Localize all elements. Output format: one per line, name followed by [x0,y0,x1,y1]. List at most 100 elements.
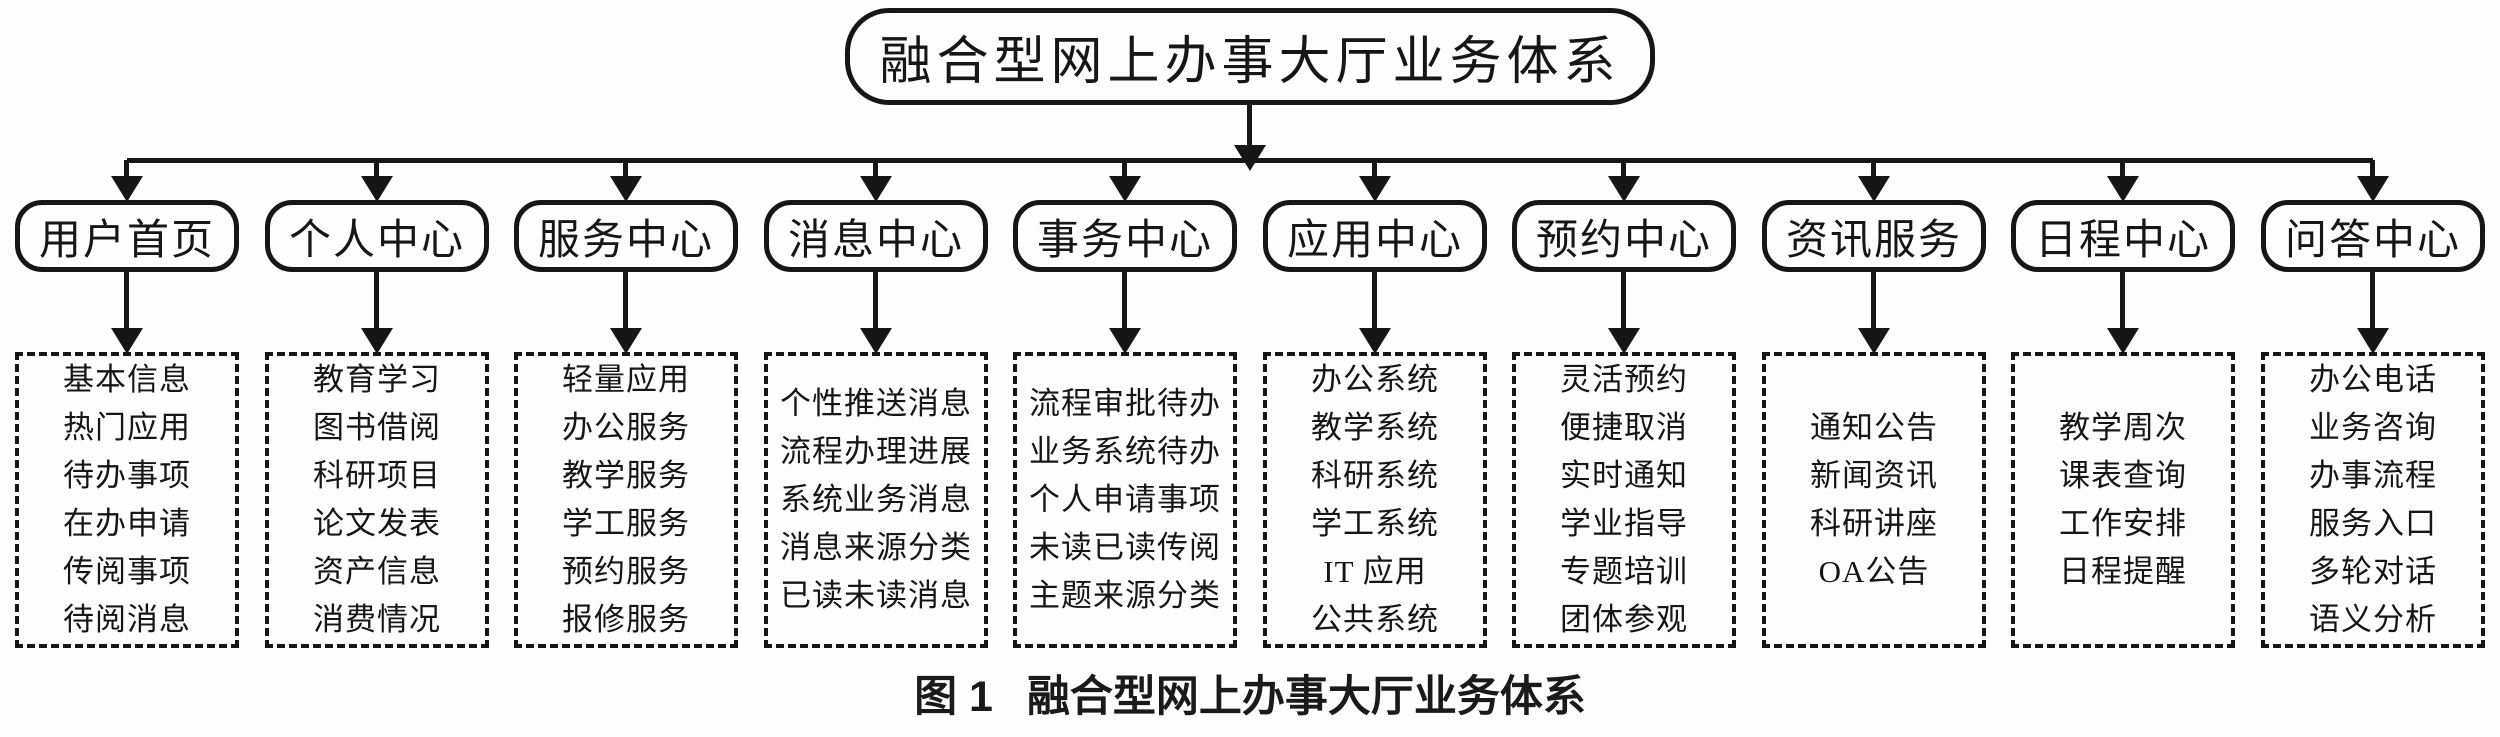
arrow-down-icon [860,328,892,354]
leaf-item: 个人申请事项 [1029,482,1221,517]
leaf-item: 已读未读消息 [780,578,972,613]
connector-stem [873,160,878,182]
leaf-list-user-home: 基本信息 热门应用 待办事项 在办申请 传阅事项 待阅消息 [15,352,239,648]
leaf-item: 实时通知 [1560,458,1688,493]
connector-stem [1122,160,1127,182]
leaf-item: 流程办理进展 [780,434,972,469]
connector-stem [2120,160,2125,182]
figure-caption: 图 1 融合型网上办事大厅业务体系 [0,676,2500,719]
arrow-down-icon [2357,176,2389,202]
arrow-down-icon [610,328,642,354]
node-service-center: 服务中心 [514,200,738,272]
figure-caption-label: 图 1 [914,673,993,721]
node-label: 应用中心 [1286,217,1463,264]
leaf-item: 办事流程 [2309,458,2437,493]
leaf-item: 语义分析 [2309,602,2437,637]
node-news-service: 资讯服务 [1762,200,1986,272]
leaf-item: 教学系统 [1311,410,1439,445]
arrow-down-icon [1109,328,1141,354]
leaf-list-app-center: 办公系统 教学系统 科研系统 学工系统 IT 应用 公共系统 [1263,352,1487,648]
node-label: 日程中心 [2034,217,2211,264]
connector-stem [2120,272,2125,330]
leaf-item: 论文发表 [313,506,441,541]
leaf-item: 待阅消息 [63,602,191,637]
connector-stem [1372,272,1377,330]
leaf-item: 科研项目 [313,458,441,493]
figure-caption-title: 融合型网上办事大厅业务体系 [1026,673,1586,721]
leaf-item: 业务咨询 [2309,410,2437,445]
leaf-list-personal-center: 教育学习 图书借阅 科研项目 论文发表 资产信息 消费情况 [265,352,489,648]
node-label: 预约中心 [1535,217,1712,264]
leaf-item: 热门应用 [63,410,191,445]
column-schedule-center: 日程中心 教学周次 课表查询 工作安排 日程提醒 [2010,0,2236,737]
leaf-item: 科研讲座 [1810,506,1938,541]
column-message-center: 消息中心 个性推送消息 流程办理进展 系统业务消息 消息来源分类 已读未读消息 [763,0,989,737]
leaf-item: 服务入口 [2309,506,2437,541]
leaf-item: 新闻资讯 [1810,458,1938,493]
connector-stem [374,160,379,182]
connector-stem [1621,160,1626,182]
arrow-down-icon [361,328,393,354]
connector-stem [2370,272,2375,330]
leaf-item: 办公电话 [2309,362,2437,397]
connector-stem [1871,272,1876,330]
connector-stem [1621,272,1626,330]
root-node-label: 融合型网上办事大厅业务体系 [879,34,1621,91]
arrow-down-icon [111,328,143,354]
leaf-item: 灵活预约 [1560,362,1688,397]
leaf-item: 未读已读传阅 [1029,530,1221,565]
arrow-down-icon [1359,328,1391,354]
node-label: 服务中心 [537,217,714,264]
arrow-down-icon [1608,328,1640,354]
leaf-list-service-center: 轻量应用 办公服务 教学服务 学工服务 预约服务 报修服务 [514,352,738,648]
node-personal-center: 个人中心 [265,200,489,272]
leaf-item: 传阅事项 [63,554,191,589]
connector-stem [2370,160,2375,182]
node-label: 用户首页 [38,217,215,264]
leaf-list-message-center: 个性推送消息 流程办理进展 系统业务消息 消息来源分类 已读未读消息 [764,352,988,648]
node-schedule-center: 日程中心 [2011,200,2235,272]
column-service-center: 服务中心 轻量应用 办公服务 教学服务 学工服务 预约服务 报修服务 [513,0,739,737]
leaf-list-qa-center: 办公电话 业务咨询 办事流程 服务入口 多轮对话 语义分析 [2261,352,2485,648]
leaf-item: 消费情况 [313,602,441,637]
leaf-item: 待办事项 [63,458,191,493]
arrow-down-icon [860,176,892,202]
leaf-item: 通知公告 [1810,410,1938,445]
leaf-item: 学业指导 [1560,506,1688,541]
column-booking-center: 预约中心 灵活预约 便捷取消 实时通知 学业指导 专题培训 团体参观 [1511,0,1737,737]
arrow-down-icon [2357,328,2389,354]
column-app-center: 应用中心 办公系统 教学系统 科研系统 学工系统 IT 应用 公共系统 [1262,0,1488,737]
node-qa-center: 问答中心 [2261,200,2485,272]
column-user-home: 用户首页 基本信息 热门应用 待办事项 在办申请 传阅事项 待阅消息 [14,0,240,737]
node-message-center: 消息中心 [764,200,988,272]
leaf-item: 系统业务消息 [780,482,972,517]
node-label: 资讯服务 [1785,217,1962,264]
connector-stem [623,272,628,330]
connector-stem [1372,160,1377,182]
node-label: 消息中心 [787,217,964,264]
leaf-item: 科研系统 [1311,458,1439,493]
leaf-item: 流程审批待办 [1029,386,1221,421]
column-qa-center: 问答中心 办公电话 业务咨询 办事流程 服务入口 多轮对话 语义分析 [2260,0,2486,737]
connector-stem [124,160,129,182]
leaf-item: 预约服务 [562,554,690,589]
node-label: 事务中心 [1036,217,1213,264]
leaf-item: 主题来源分类 [1029,578,1221,613]
leaf-item: OA公告 [1818,554,1930,589]
leaf-item: 业务系统待办 [1029,434,1221,469]
leaf-list-schedule-center: 教学周次 课表查询 工作安排 日程提醒 [2011,352,2235,648]
leaf-item: 基本信息 [63,362,191,397]
root-node: 融合型网上办事大厅业务体系 [845,8,1655,105]
connector-horizontal-line [127,158,2373,163]
leaf-item: 教学服务 [562,458,690,493]
connector-stem [623,160,628,182]
arrow-down-icon [610,176,642,202]
leaf-item: 学工服务 [562,506,690,541]
leaf-item: 报修服务 [562,602,690,637]
connector-stem [1871,160,1876,182]
leaf-item: 资产信息 [313,554,441,589]
leaf-item: 工作安排 [2059,506,2187,541]
leaf-item: 课表查询 [2059,458,2187,493]
leaf-item: 教学周次 [2059,410,2187,445]
leaf-item: 消息来源分类 [780,530,972,565]
